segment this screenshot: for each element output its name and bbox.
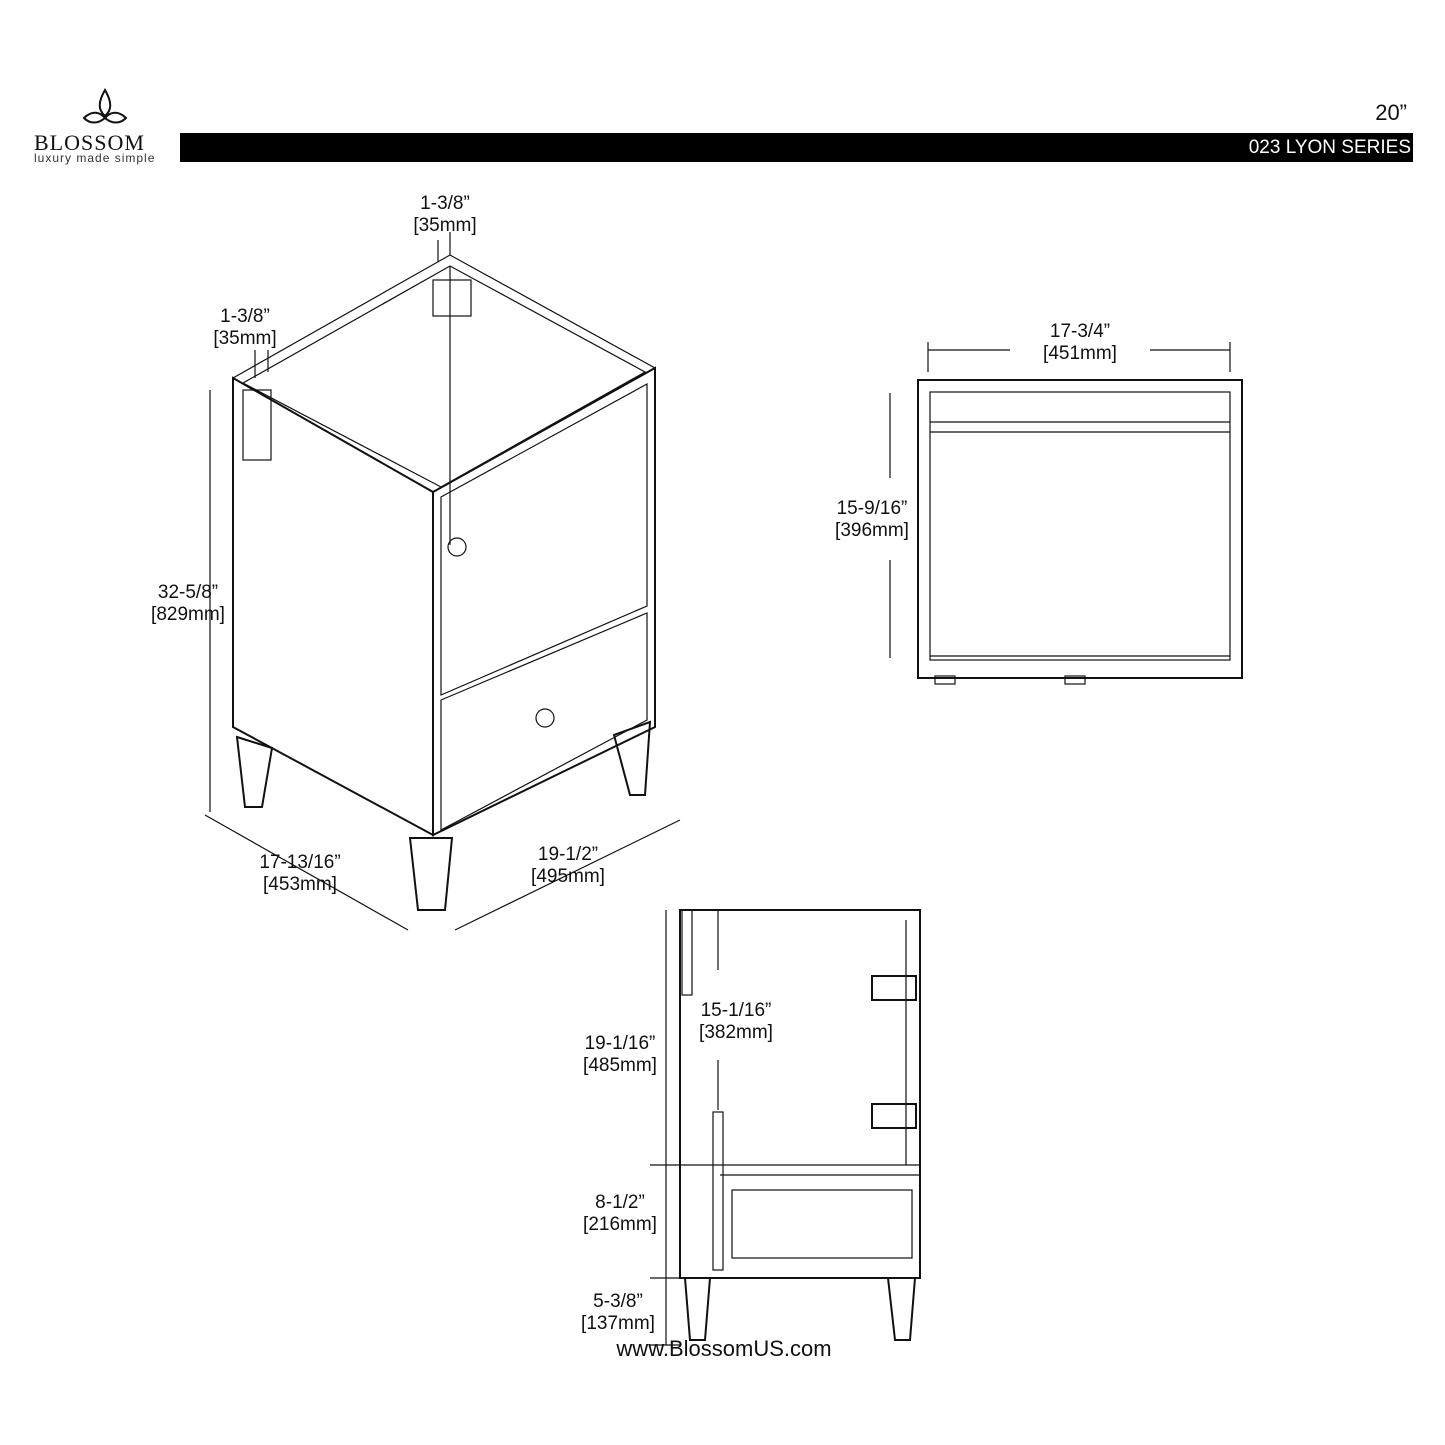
dim-leg-height: 5-3/8”[137mm] <box>581 1291 655 1334</box>
dim-width: 19-1/2”[495mm] <box>531 844 605 887</box>
dim-top-back: 1-3/8”[35mm] <box>413 193 477 236</box>
side-view <box>650 909 921 1346</box>
series-name: 023 LYON SERIES <box>1248 137 1411 158</box>
dim-upper-height: 19-1/16”[485mm] <box>583 1033 657 1076</box>
front-view-open <box>889 342 1243 685</box>
dim-height: 32-5/8”[829mm] <box>151 582 225 625</box>
vanity-size: 20” <box>1375 100 1407 125</box>
blossom-logo-icon <box>82 88 128 124</box>
brand-tagline: luxury made simple <box>34 151 156 165</box>
dim-top-width: 17-3/4”[451mm] <box>1043 321 1117 364</box>
dim-depth: 17-13/16”[453mm] <box>259 852 341 895</box>
dim-interior-height: 15-1/16”[382mm] <box>699 1000 773 1043</box>
dim-drawer-height: 8-1/2”[216mm] <box>583 1192 657 1235</box>
header-bar <box>180 133 1413 162</box>
brand-name: BLOSSOM <box>34 130 145 155</box>
isometric-cabinet <box>204 232 681 931</box>
dim-top-depth: 15-9/16”[396mm] <box>835 498 909 541</box>
dim-top-side: 1-3/8”[35mm] <box>213 306 277 349</box>
website-url[interactable]: www.BlossomUS.com <box>616 1336 832 1361</box>
